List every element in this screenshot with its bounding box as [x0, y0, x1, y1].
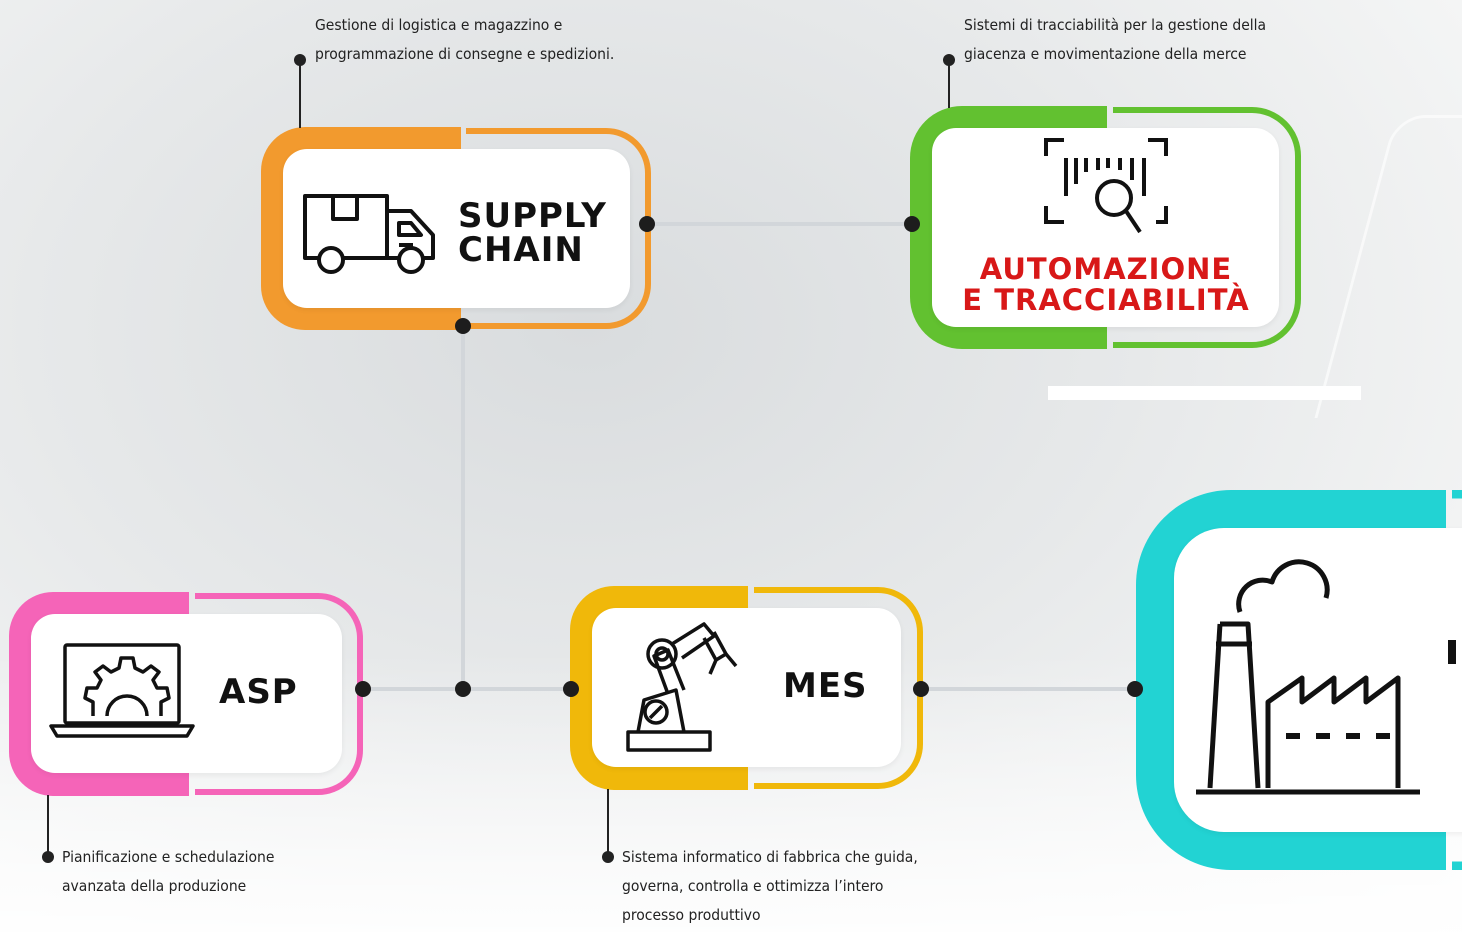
- mes-node[interactable]: MES: [570, 586, 924, 790]
- automazione-description-line2: giacenza e movimentazione della merce: [964, 45, 1247, 63]
- supply-chain-description-line2: programmazione di consegne e spedizioni.: [315, 45, 615, 63]
- supply-chain-description: Gestione di logistica e magazzino e prog…: [315, 11, 614, 69]
- connector-dot: [455, 681, 471, 697]
- automazione-leader-dot: [943, 54, 955, 66]
- background-bar: [1048, 386, 1361, 400]
- supply-chain-description-line1: Gestione di logistica e magazzino e: [315, 16, 563, 34]
- automazione-description: Sistemi di tracciabilità per la gestione…: [964, 11, 1266, 69]
- mes-title: MES: [783, 666, 868, 706]
- automazione-leader: [948, 60, 950, 108]
- factory-node[interactable]: [1136, 490, 1462, 870]
- supply-chain-title-line2: CHAIN: [458, 230, 584, 270]
- asp-description-line1: Pianificazione e schedulazione: [62, 848, 275, 866]
- delivery-truck-icon: [303, 194, 435, 274]
- automazione-title-line2: E TRACCIABILITÀ: [962, 283, 1250, 317]
- connector-dot: [913, 681, 929, 697]
- connector-dot: [904, 216, 920, 232]
- asp-leader: [47, 795, 49, 857]
- supply-chain-leader-dot: [294, 54, 306, 66]
- mes-leader: [607, 789, 609, 857]
- factory-icon: [1196, 559, 1420, 795]
- factory-label-fragment: [1448, 640, 1456, 664]
- asp-node[interactable]: ASP: [9, 592, 364, 796]
- connector-dot: [563, 681, 579, 697]
- robot-arm-icon: [626, 622, 738, 752]
- laptop-gear-icon: [49, 643, 195, 738]
- asp-leader-dot: [42, 851, 54, 863]
- automazione-node[interactable]: AUTOMAZIONE E TRACCIABILITÀ: [910, 106, 1302, 349]
- asp-description-line2: avanzata della produzione: [62, 877, 247, 895]
- barcode-scan-icon: [1044, 138, 1168, 234]
- mes-description-line2: governa, controlla e ottimizza l’intero: [622, 877, 884, 895]
- asp-description: Pianificazione e schedulazione avanzata …: [62, 843, 274, 901]
- supply-chain-title-line1: SUPPLY: [458, 196, 607, 236]
- mes-description-line3: processo produttivo: [622, 906, 761, 924]
- mes-leader-dot: [602, 851, 614, 863]
- mes-description-line1: Sistema informatico di fabbrica che guid…: [622, 848, 918, 866]
- connector-dot: [639, 216, 655, 232]
- supply-chain-node[interactable]: SUPPLY CHAIN: [261, 127, 653, 330]
- asp-title: ASP: [219, 672, 298, 712]
- automazione-description-line1: Sistemi di tracciabilità per la gestione…: [964, 16, 1267, 34]
- automazione-title-line1: AUTOMAZIONE: [979, 252, 1233, 286]
- connector-dot: [455, 318, 471, 334]
- supply-chain-leader: [299, 60, 301, 128]
- connector-dot: [1127, 681, 1143, 697]
- connector-dot: [355, 681, 371, 697]
- mes-description: Sistema informatico di fabbrica che guid…: [622, 843, 918, 930]
